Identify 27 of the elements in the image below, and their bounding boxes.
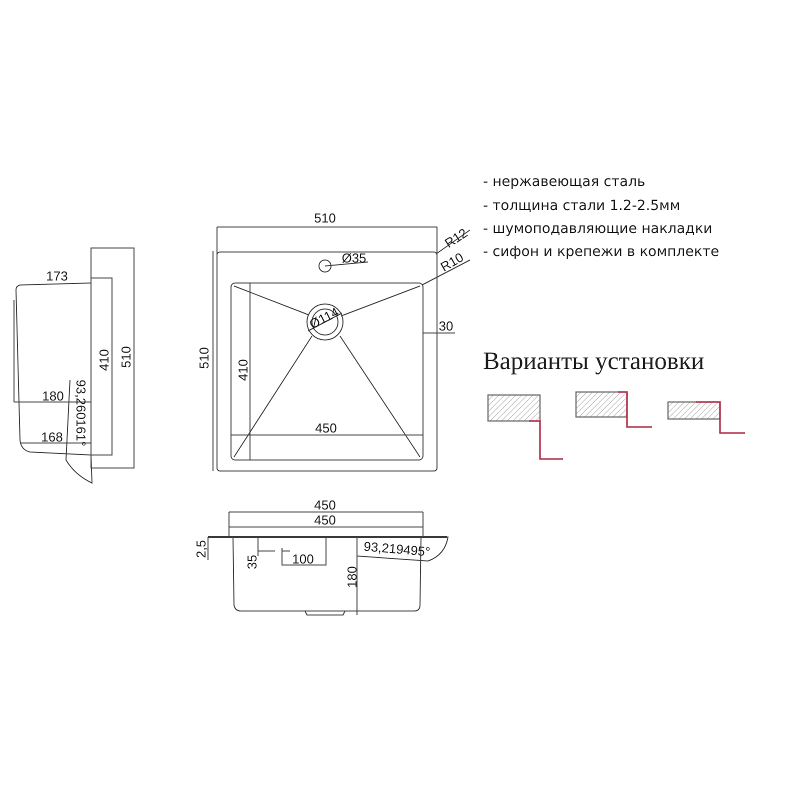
feature-list-item: - нержавеющая сталь [483,175,646,189]
feature-list-item: - сифон и крепежи в комплекте [483,245,720,259]
dimension-label: 173 [46,270,68,282]
dimension-label: 180 [346,566,358,588]
dimension-label: 168 [41,430,63,444]
dimension-label: 510 [120,346,132,368]
section-heading: Варианты установки [483,349,704,374]
dimension-label: 180 [42,390,64,402]
dimension-label: 93,260161° [74,380,88,446]
dimension-label: 2,5 [194,540,208,558]
dimension-label: 410 [236,359,250,381]
dimension-label: R12 [442,226,470,250]
dimension-label: 410 [98,349,110,371]
dimension-label: 510 [198,347,210,369]
dimension-label: R10 [438,250,466,274]
dimension-label: Ø35 [342,252,366,264]
dimension-label: Ø114 [307,305,341,331]
dimension-label: 450 [315,422,337,434]
dimension-label: 510 [314,212,336,224]
dimension-label: 100 [292,552,314,566]
dimension-label: 35 [246,554,258,570]
dimension-label: 450 [314,514,336,526]
dimension-label: 450 [314,498,336,512]
feature-list-item: - толщина стали 1.2-2.5мм [483,199,680,213]
dimension-label: 93,219495° [363,540,431,558]
feature-list-item: - шумоподавляющие накладки [483,222,712,236]
dimension-label: 30 [438,320,454,332]
